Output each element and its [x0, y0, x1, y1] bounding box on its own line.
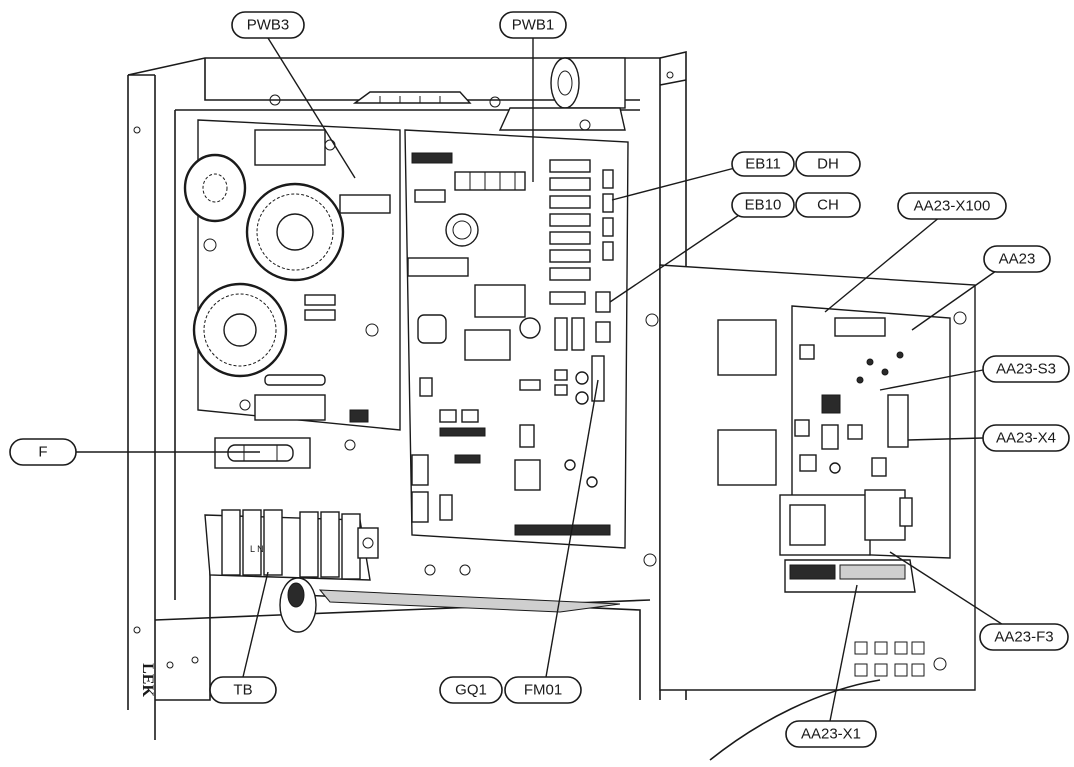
label-dh: DH: [795, 151, 861, 177]
capacitor: [498, 57, 626, 131]
svg-text:F: F: [38, 444, 47, 461]
svg-text:AA23-S3: AA23-S3: [996, 361, 1056, 378]
svg-text:AA23-X4: AA23-X4: [996, 430, 1056, 447]
label-gq1: GQ1: [439, 676, 503, 704]
svg-text:FM01: FM01: [524, 682, 562, 699]
svg-text:AA23-X1: AA23-X1: [801, 726, 861, 743]
label-aa23-s3: AA23-S3: [982, 355, 1070, 383]
cabinet-frame: LEK: [127, 50, 687, 740]
label-aa23-x1: AA23-X1: [785, 720, 877, 748]
toroid-coil-small: [183, 153, 247, 223]
label-aa23-x100: AA23-X100: [897, 192, 1007, 220]
svg-text:DH: DH: [817, 156, 839, 173]
label-eb11: EB11: [731, 151, 795, 177]
svg-text:AA23-F3: AA23-F3: [994, 629, 1053, 646]
terminal-block: L N: [204, 509, 379, 633]
svg-text:AA23: AA23: [999, 251, 1036, 268]
terminal-marks: L N: [250, 544, 264, 554]
svg-text:PWB1: PWB1: [512, 17, 555, 34]
svg-text:GQ1: GQ1: [455, 682, 487, 699]
cabinet-stamp: LEK: [139, 663, 156, 697]
label-aa23: AA23: [983, 245, 1051, 273]
svg-text:AA23-X100: AA23-X100: [914, 198, 991, 215]
svg-text:CH: CH: [817, 197, 839, 214]
label-pwb3: PWB3: [231, 11, 305, 39]
leader-lines: [76, 37, 1023, 722]
label-tb: TB: [209, 676, 277, 704]
svg-text:TB: TB: [233, 682, 252, 699]
pwb1-board: [269, 94, 629, 576]
label-fm01: FM01: [504, 676, 582, 704]
label-pwb1: PWB1: [499, 11, 567, 39]
label-f: F: [9, 438, 77, 466]
top-bracket: [352, 91, 472, 104]
svg-text:EB11: EB11: [745, 156, 781, 173]
fuse-holder: [214, 437, 311, 469]
pwb3-board: [183, 119, 401, 431]
svg-text:PWB3: PWB3: [247, 17, 290, 34]
label-aa23-f3: AA23-F3: [979, 623, 1069, 651]
label-ch: CH: [795, 192, 861, 218]
aa23-transformer: [779, 489, 916, 593]
svg-text:EB10: EB10: [745, 197, 782, 214]
label-aa23-x4: AA23-X4: [982, 424, 1070, 452]
label-eb10: EB10: [731, 192, 795, 218]
